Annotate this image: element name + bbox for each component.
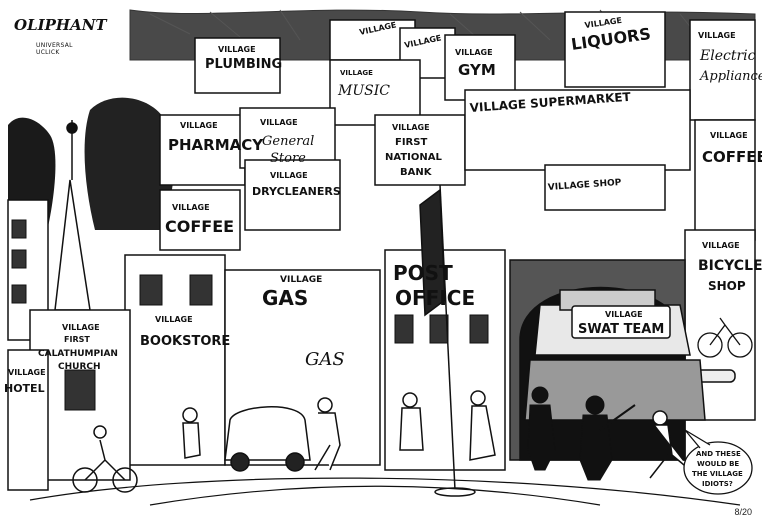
sign-hotel-line1: VILLAGE — [8, 368, 46, 377]
syndicate-line2: UCLICK — [36, 48, 60, 56]
sign-coffee-left-line2: COFFEE — [165, 217, 234, 236]
sign-general-store: VILLAGE General Store — [260, 118, 314, 166]
sign-hotel-line2: HOTEL — [4, 382, 45, 395]
sign-gym-line1: VILLAGE — [455, 48, 493, 57]
page-number: 8/20 — [734, 507, 752, 517]
sign-coffee-right: VILLAGE COFFEE — [702, 131, 762, 166]
sign-post-office-line1: POST — [393, 261, 453, 285]
sign-church: VILLAGE FIRST CALATHUMPIAN CHURCH — [38, 323, 118, 372]
sign-coffee-left-line1: VILLAGE — [172, 203, 210, 212]
sign-church-line3: CALATHUMPIAN — [38, 349, 118, 359]
sign-plumbing-line2: PLUMBING — [205, 57, 282, 72]
sign-gas-line1: VILLAGE — [280, 275, 322, 285]
sign-gas: VILLAGE GAS GAS — [262, 275, 345, 370]
sign-music: VILLAGE MUSIC — [337, 69, 390, 99]
sign-bank-line3: NATIONAL — [385, 152, 442, 163]
pedestrians — [182, 390, 691, 479]
sign-church-line2: FIRST — [64, 335, 90, 344]
sign-bicycle: VILLAGE BICYCLE SHOP — [698, 241, 762, 293]
artist-signature: OLIPHANT — [14, 16, 107, 34]
sign-general-store-line1: VILLAGE — [260, 118, 298, 127]
sign-bank: VILLAGE FIRST NATIONAL BANK — [385, 123, 442, 178]
sign-bookstore-line2: BOOKSTORE — [140, 334, 230, 349]
sign-bookstore-line1: VILLAGE — [155, 315, 193, 324]
sign-pharmacy: VILLAGE PHARMACY — [168, 121, 264, 154]
sign-bookstore: VILLAGE BOOKSTORE — [140, 315, 230, 349]
sign-bicycle-line2: BICYCLE — [698, 258, 762, 274]
speech-line1: AND THESE — [696, 450, 741, 458]
sign-electric-line3: Appliance — [699, 69, 762, 84]
sign-coffee-right-line2: COFFEE — [702, 148, 762, 166]
sign-gas-line2: GAS — [262, 286, 308, 310]
street — [29, 477, 741, 506]
sign-electric-line1: VILLAGE — [698, 31, 736, 40]
sign-church-line4: CHURCH — [58, 362, 101, 372]
sign-gym-line2: GYM — [458, 61, 496, 79]
sign-bicycle-line3: SHOP — [708, 279, 746, 293]
sign-swat-line2: SWAT TEAM — [578, 322, 664, 337]
speech-bubble-outline — [683, 441, 753, 495]
sign-swat-line1: VILLAGE — [605, 310, 643, 319]
cyclist — [72, 425, 138, 493]
sign-music-line1: VILLAGE — [340, 69, 373, 77]
windows — [11, 219, 489, 411]
sign-bicycle-line1: VILLAGE — [702, 241, 740, 250]
sign-music-line2: MUSIC — [337, 83, 390, 99]
sign-general-store-line3: Store — [270, 151, 306, 166]
sign-post-office: POST OFFICE — [393, 261, 475, 310]
syndicate-line1: UNIVERSAL — [36, 42, 73, 49]
sign-bank-line4: BANK — [400, 167, 433, 178]
sign-electric-line2: Electric — [699, 48, 756, 64]
sign-gas-window: GAS — [305, 349, 345, 370]
car — [224, 406, 311, 472]
sign-swat: VILLAGE SWAT TEAM — [571, 305, 671, 339]
sign-pharmacy-line1: VILLAGE — [180, 121, 218, 130]
sign-gym: VILLAGE GYM — [455, 48, 496, 79]
sign-pharmacy-line2: PHARMACY — [168, 136, 264, 154]
sign-coffee-right-line1: VILLAGE — [710, 131, 748, 140]
flagpole — [419, 184, 476, 497]
bicycle-shop-bike — [697, 317, 753, 358]
sign-plumbing: VILLAGE PLUMBING — [205, 45, 282, 72]
speech-line2: WOULD BE — [697, 460, 739, 468]
speech-bubble-tail — [684, 429, 711, 449]
sign-electric: VILLAGE Electric Appliance — [698, 31, 762, 84]
sign-general-store-line2: General — [262, 134, 314, 149]
swat-sign-board — [571, 305, 671, 339]
sign-bank-line1: VILLAGE — [392, 123, 430, 132]
speech-line3: THE VILLAGE — [692, 470, 743, 478]
sign-coffee-left: VILLAGE COFFEE — [165, 203, 234, 236]
speech-line4: IDIOTS? — [702, 480, 733, 488]
swat-officers — [527, 386, 636, 481]
sign-dry-cleaners-line2: DRYCLEANERS — [252, 185, 341, 198]
sign-hotel: VILLAGE HOTEL — [4, 368, 46, 395]
sign-dry-cleaners-line1: VILLAGE — [270, 171, 308, 180]
sign-dry-cleaners: VILLAGE DRYCLEANERS — [252, 171, 341, 198]
sign-bank-line2: FIRST — [395, 137, 427, 148]
syndicate-credit: UNIVERSAL UCLICK — [36, 42, 76, 56]
sign-post-office-line2: OFFICE — [395, 286, 475, 310]
speech-bubble: AND THESE WOULD BE THE VILLAGE IDIOTS? — [683, 429, 753, 495]
sign-church-line1: VILLAGE — [62, 323, 100, 332]
sign-plumbing-line1: VILLAGE — [218, 45, 256, 54]
